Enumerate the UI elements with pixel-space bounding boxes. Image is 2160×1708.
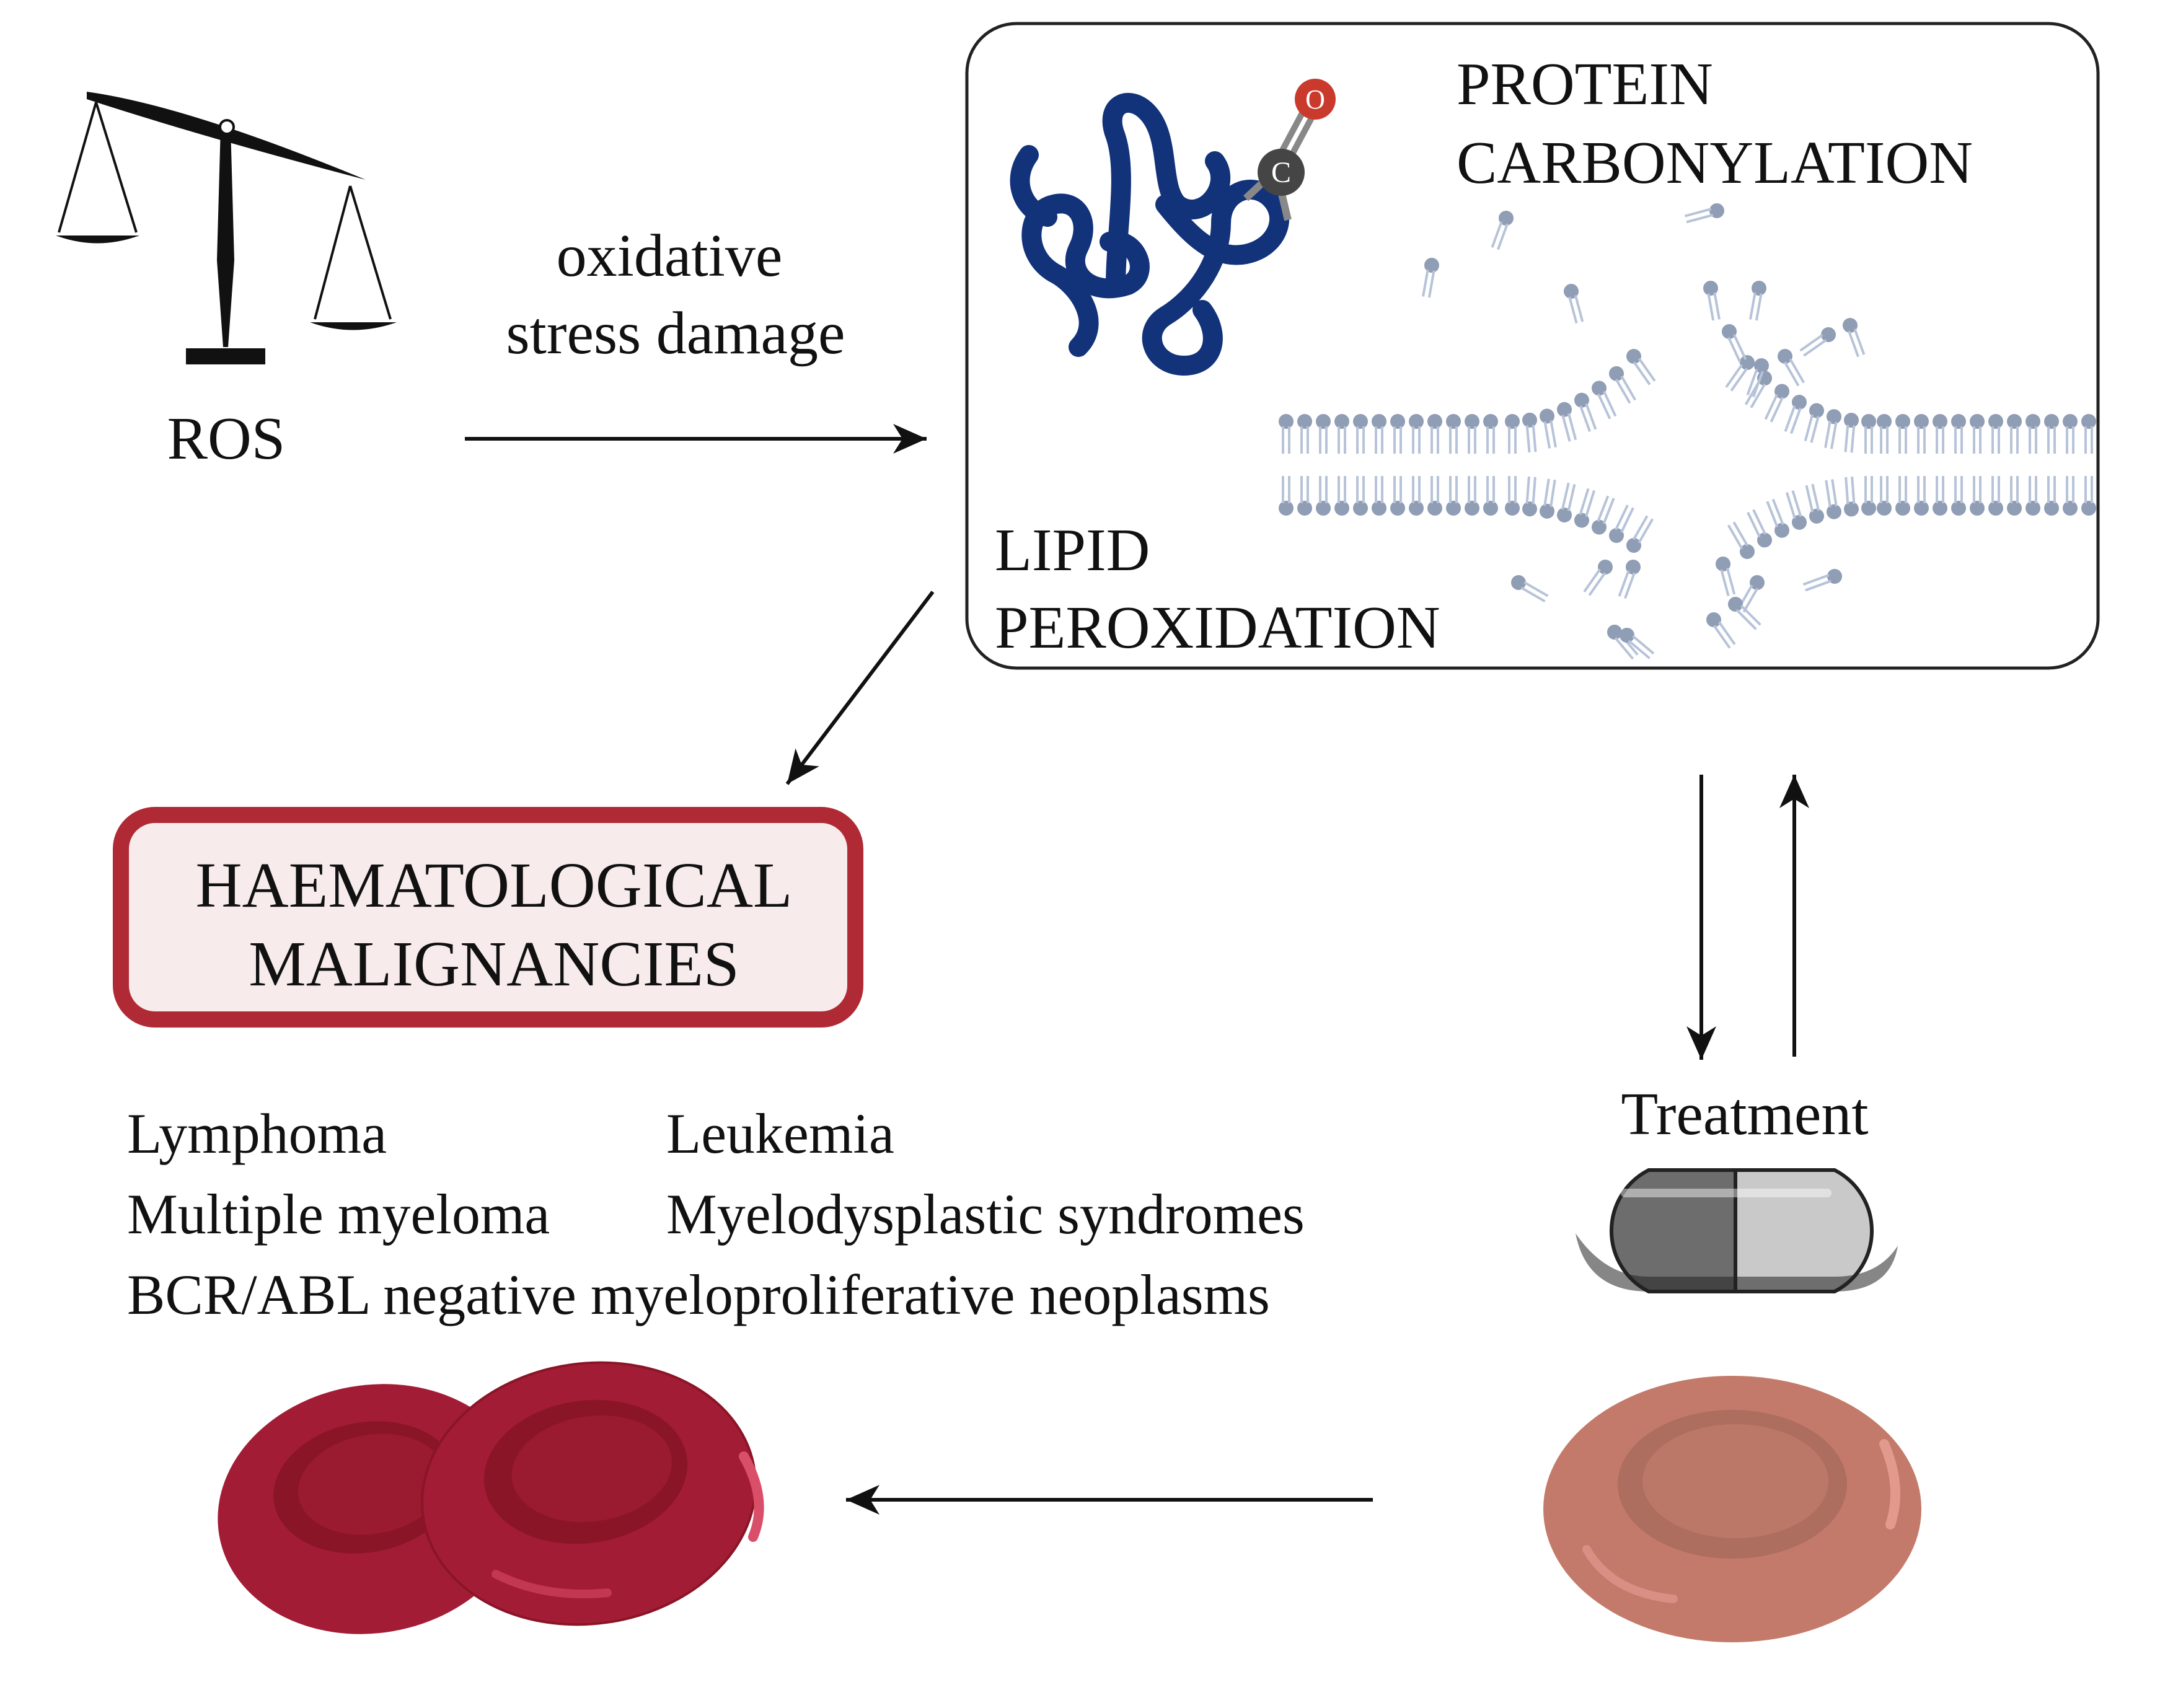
malignancies-title-line2: MALIGNANCIES bbox=[249, 928, 739, 1000]
stress-damage-label: stress damage bbox=[506, 300, 845, 367]
treatment-label: Treatment bbox=[1621, 1081, 1868, 1148]
protein-label: PROTEIN bbox=[1457, 51, 1713, 118]
peroxidation-label: PEROXIDATION bbox=[995, 594, 1440, 661]
lipid-label: LIPID bbox=[995, 517, 1150, 584]
malignancies-title-line1: HAEMATOLOGICAL bbox=[196, 850, 793, 921]
carbonylation-label: CARBONYLATION bbox=[1457, 130, 1973, 196]
oxygen-atom-label: O bbox=[1305, 84, 1325, 115]
disease-mpn: BCR/ABL negative myeloproliferative neop… bbox=[127, 1263, 1270, 1326]
balance-scale-icon bbox=[56, 92, 397, 364]
disease-mds: Myelodysplastic syndromes bbox=[666, 1182, 1305, 1246]
lipid-bilayer-icon bbox=[1279, 203, 2096, 660]
oxidative-label: oxidative bbox=[557, 222, 783, 289]
disease-lymphoma: Lymphoma bbox=[127, 1102, 387, 1165]
arrow-damage-to-malignancies bbox=[785, 591, 935, 785]
capsule-icon bbox=[1576, 1168, 1898, 1293]
ros-label: ROS bbox=[167, 405, 286, 472]
healthy-red-blood-cell bbox=[1543, 1376, 1921, 1642]
disease-multiple-myeloma: Multiple myeloma bbox=[127, 1182, 550, 1246]
malignancies-box bbox=[113, 807, 863, 1028]
carbonyl-molecule-icon: O C bbox=[1243, 79, 1336, 221]
protein-icon bbox=[1010, 92, 1290, 376]
disease-leukemia: Leukemia bbox=[666, 1102, 894, 1165]
carbon-atom-label: C bbox=[1271, 156, 1291, 189]
diseased-red-blood-cell-front bbox=[421, 1361, 764, 1626]
